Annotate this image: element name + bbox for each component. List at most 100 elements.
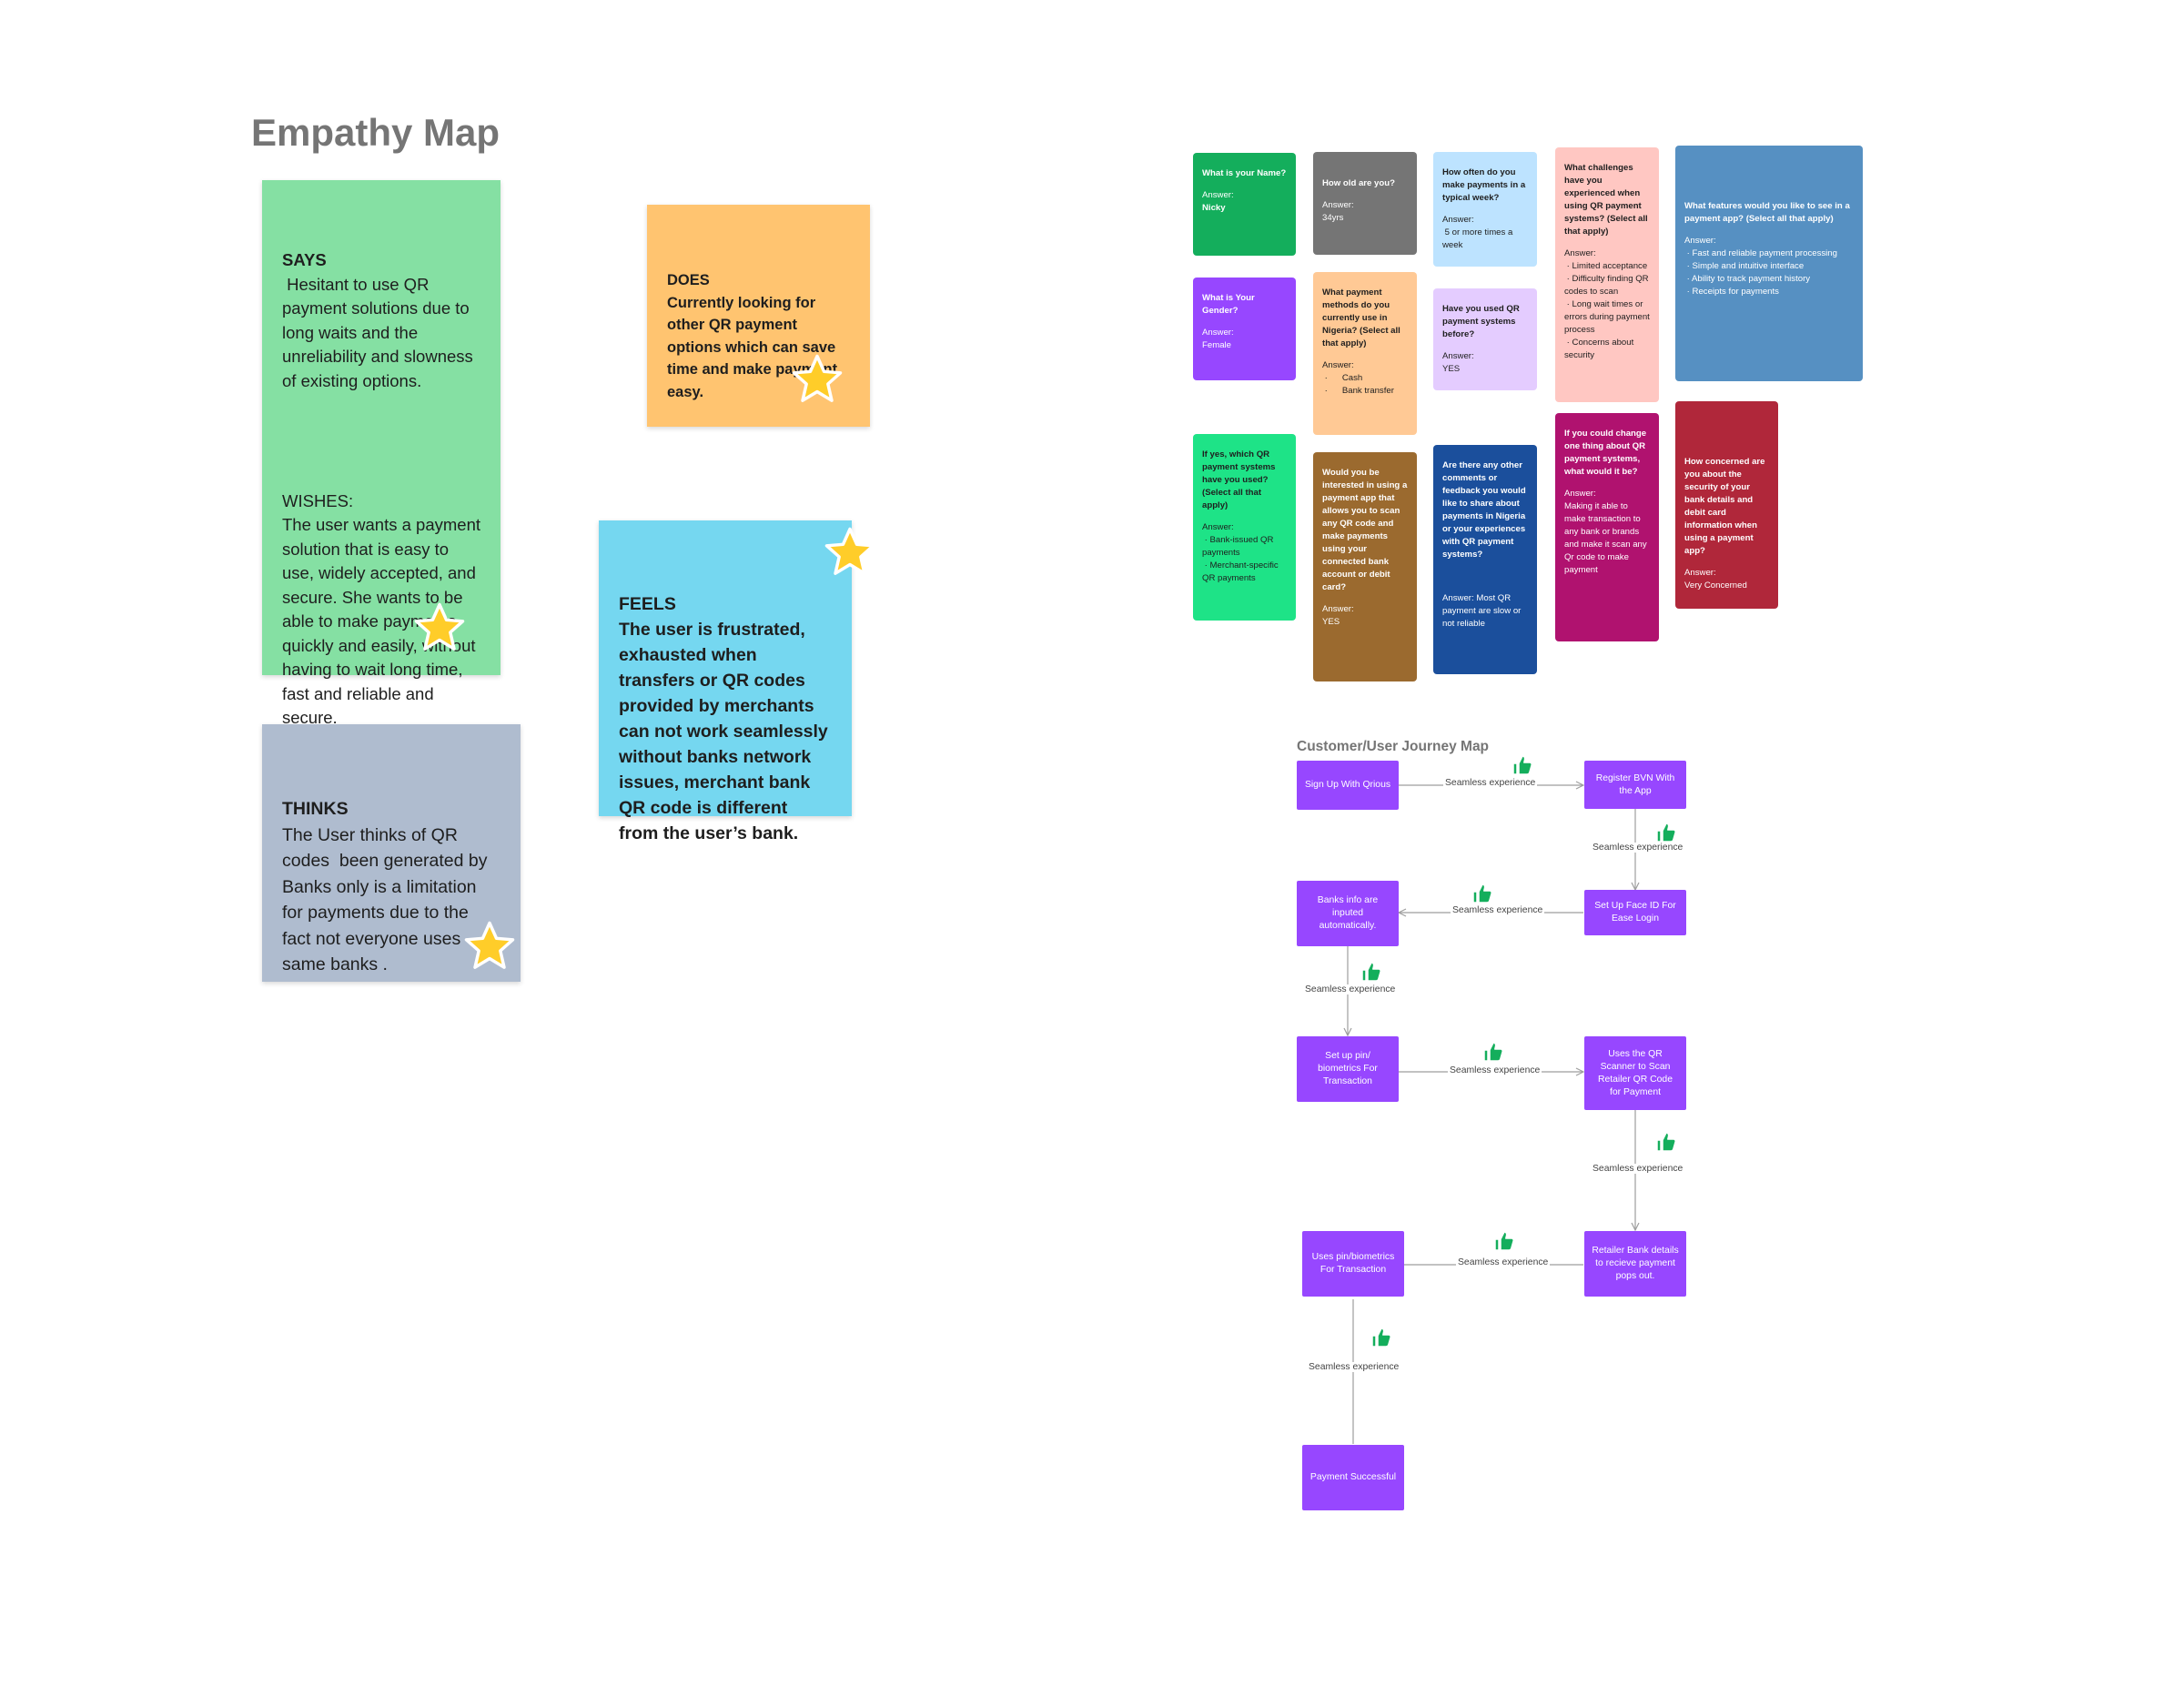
sticky-note-thinks[interactable]: THINKS The User thinks of QR codes been g…	[262, 724, 521, 982]
journey-step-7[interactable]: Retailer Bank details to recieve payment…	[1584, 1231, 1686, 1297]
journey-step-2[interactable]: Register BVN With the App	[1584, 761, 1686, 809]
survey-answer-label: Answer:	[1322, 604, 1354, 614]
survey-question: What is Your Gender?	[1202, 293, 1258, 316]
survey-answer-text: 34yrs	[1322, 213, 1344, 223]
wishes-text: The user wants a payment solution that i…	[282, 515, 480, 727]
wishes-heading: WISHES:	[282, 490, 354, 510]
connector-label: Seamless experience	[1451, 905, 1545, 915]
survey-answer-text: · Cash · Bank transfer	[1324, 373, 1394, 396]
does-heading: DOES	[667, 272, 710, 288]
journey-step-5[interactable]: Set up pin/ biometrics For Transaction	[1297, 1036, 1399, 1102]
star-icon	[824, 527, 875, 575]
survey-answer-label: Answer:	[1202, 522, 1234, 532]
survey-answer-label: Answer:	[1564, 248, 1596, 258]
survey-answer-label: Answer:	[1684, 236, 1716, 246]
survey-question: What features would you like to see in a…	[1684, 201, 1853, 224]
survey-answer-label: Answer:	[1322, 360, 1354, 370]
journey-step-9[interactable]: Payment Successful	[1302, 1445, 1404, 1510]
survey-card[interactable]: What challenges have you experienced whe…	[1555, 147, 1659, 402]
survey-answer-text: · Fast and reliable payment processing ·…	[1686, 248, 1837, 297]
survey-card[interactable]: Would you be interested in using a payme…	[1313, 452, 1417, 681]
sticky-note-feels[interactable]: FEELS The user is frustrated, exhausted w…	[599, 520, 852, 843]
survey-answer-text: Nicky	[1202, 203, 1226, 213]
survey-question: If yes, which QR payment systems have yo…	[1202, 449, 1279, 510]
survey-answer: Answer: Nicky	[1202, 189, 1287, 215]
star-icon	[464, 921, 515, 969]
survey-answer: Answer: · Fast and reliable payment proc…	[1684, 235, 1854, 298]
survey-question: How old are you?	[1322, 178, 1395, 188]
survey-card[interactable]: What is your Name? Answer: Nicky	[1193, 153, 1296, 256]
survey-answer-text: Answer: Most QR payment are slow or not …	[1442, 593, 1524, 629]
star-icon	[792, 354, 843, 402]
says-text: Hesitant to use QR payment solutions due…	[282, 274, 478, 390]
survey-question: What challenges have you experienced whe…	[1564, 163, 1651, 237]
survey-question: What is your Name?	[1202, 168, 1287, 178]
survey-answer: Answer: · Limited acceptance · Difficult…	[1564, 247, 1650, 362]
survey-card[interactable]: What features would you like to see in a…	[1675, 146, 1863, 381]
survey-answer-label: Answer:	[1684, 568, 1716, 578]
survey-answer: Answer: · Bank-issued QR payments · Merc…	[1202, 521, 1287, 585]
survey-card[interactable]: How often do you make payments in a typi…	[1433, 152, 1537, 267]
survey-question: How concerned are you about the security…	[1684, 457, 1768, 556]
thinks-text: The User thinks of QR codes been generat…	[282, 824, 492, 975]
survey-answer-text: Making it able to make transaction to an…	[1564, 501, 1650, 575]
survey-card[interactable]: What payment methods do you currently us…	[1313, 272, 1417, 435]
survey-answer-label: Answer:	[1442, 215, 1474, 225]
journey-title: Customer/User Journey Map	[1297, 739, 1490, 754]
survey-answer: Answer:YES	[1442, 350, 1528, 376]
connector-label: Seamless experience	[1591, 843, 1685, 853]
survey-answer-text: · Limited acceptance · Difficulty findin…	[1564, 261, 1650, 360]
survey-answer: Answer: Very Concerned	[1684, 567, 1769, 592]
journey-step-3[interactable]: Set Up Face ID For Ease Login	[1584, 890, 1686, 935]
survey-answer-text: Very Concerned	[1684, 580, 1747, 591]
thumbs-up-icon	[1361, 962, 1381, 982]
thumbs-up-icon	[1483, 1042, 1503, 1062]
survey-answer: Answer: · Cash · Bank transfer	[1322, 359, 1408, 398]
says-heading: SAYS	[282, 250, 327, 269]
survey-answer-label: Answer:	[1202, 190, 1234, 200]
journey-step-4[interactable]: Banks info are inputed automatically.	[1297, 881, 1399, 946]
survey-answer-text: YES	[1442, 364, 1461, 374]
sticky-note-says[interactable]: SAYS Hesitant to use QR payment solution…	[262, 180, 500, 727]
survey-question: Are there any other comments or feedback…	[1442, 460, 1529, 560]
survey-answer: Answer: YES	[1322, 603, 1408, 629]
feels-text: The user is frustrated, exhausted when t…	[619, 620, 834, 843]
survey-question: Have you used QR payment systems before?	[1442, 304, 1522, 339]
thumbs-up-icon	[1512, 755, 1532, 775]
survey-answer-label: Answer:	[1564, 489, 1596, 499]
journey-step-1[interactable]: Sign Up With Qrious	[1297, 761, 1399, 810]
survey-card[interactable]: Have you used QR payment systems before?…	[1433, 288, 1537, 390]
thinks-heading: THINKS	[282, 799, 349, 819]
survey-card[interactable]: If yes, which QR payment systems have yo…	[1193, 434, 1296, 621]
thumbs-up-icon	[1371, 1327, 1391, 1348]
survey-answer: Answer: Making it able to make transactio…	[1564, 488, 1650, 577]
survey-card[interactable]: Are there any other comments or feedback…	[1433, 445, 1537, 674]
survey-answer-label: Answer:	[1202, 328, 1234, 338]
journey-step-6[interactable]: Uses the QR Scanner to Scan Retailer QR …	[1584, 1036, 1686, 1110]
connector-label: Seamless experience	[1591, 1164, 1685, 1174]
feels-heading: FEELS	[619, 594, 676, 614]
survey-answer: Answer:Female	[1202, 327, 1287, 352]
survey-answer-text: 5 or more times a week	[1442, 227, 1515, 250]
thumbs-up-icon	[1494, 1231, 1514, 1251]
survey-answer-text: · Bank-issued QR payments · Merchant-spe…	[1202, 535, 1279, 583]
survey-answer-label: Answer:	[1322, 200, 1354, 210]
survey-card[interactable]: What is Your Gender? Answer:Female	[1193, 278, 1296, 380]
thumbs-up-icon	[1656, 1132, 1676, 1152]
survey-answer: Answer: 5 or more times a week	[1442, 214, 1528, 252]
thumbs-up-icon	[1656, 823, 1676, 843]
survey-card[interactable]: How concerned are you about the security…	[1675, 401, 1778, 609]
survey-question: If you could change one thing about QR p…	[1564, 429, 1649, 477]
connector-label: Seamless experience	[1303, 984, 1398, 994]
star-icon	[414, 602, 465, 651]
journey-step-8[interactable]: Uses pin/biometrics For Transaction	[1302, 1231, 1404, 1297]
survey-card[interactable]: How old are you? Answer: 34yrs	[1313, 152, 1417, 255]
survey-question: Would you be interested in using a payme…	[1322, 468, 1410, 592]
connector-label: Seamless experience	[1307, 1362, 1401, 1372]
connector-label: Seamless experience	[1456, 1257, 1551, 1267]
survey-question: What payment methods do you currently us…	[1322, 288, 1403, 348]
survey-card[interactable]: If you could change one thing about QR p…	[1555, 413, 1659, 641]
survey-answer-text: YES	[1322, 617, 1340, 627]
